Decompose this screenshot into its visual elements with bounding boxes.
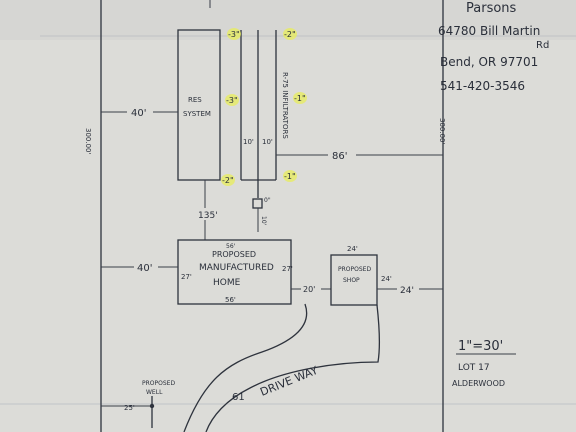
proposed-home-box [177,239,292,305]
highlight-mid-left [225,94,239,106]
shop-depth: 24' [381,275,392,283]
depth-bottom-left: -2" [222,176,234,185]
shop-width: 24' [347,245,358,253]
shop-east-setback-bg [397,283,419,295]
drainfield-infiltrators-label: R-75 INFILTRATORS [281,72,289,139]
reserve-system-label-1: RES [188,96,202,104]
well-label-2: WELL [146,389,163,396]
home-label-1: PROPOSED [212,250,256,259]
home-west-setback: 40' [137,263,152,274]
driveway-inner-edge [183,303,308,432]
depth-mid-left: -3" [226,96,238,105]
proposed-shop-box [330,254,378,306]
distribution-distance-label: 0" [264,197,271,204]
owner-city: Bend, OR 97701 [440,55,538,69]
owner-phone: 541-420-3546 [440,79,525,93]
home-depth-right: 27' [282,265,293,273]
reserve-west-setback: 40' [131,108,146,119]
home-depth-left: 27' [181,273,192,281]
owner-address-line2: Rd [536,40,549,51]
home-west-setback-bg [134,261,158,273]
left-boundary-length: 300.00' [84,128,92,154]
shop-label-1: PROPOSED [338,266,371,273]
well-label-1: PROPOSED [142,380,175,387]
highlight-top-left [227,28,241,40]
driveway-outer-edge [205,304,381,432]
home-label-2: MANUFACTURED [199,263,274,273]
highlight-bottom-right [283,170,297,182]
owner-name: Parsons [466,1,517,16]
lot-number: LOT 17 [458,363,490,373]
highlight-bottom-left [221,174,235,186]
subdivision-name: ALDERWOOD [452,379,505,388]
drainfield-east-setback-bg [328,148,356,161]
shop-label-2: SHOP [343,277,360,284]
highlight-mid-right [293,92,307,104]
home-width-top: 56' [226,243,236,250]
drainfield-spacing-left: 10' [243,138,254,146]
home-width-bottom: 56' [225,296,236,304]
highlight-top-right [283,28,297,40]
reserve-setback-label-bg [127,105,153,117]
home-label-3: HOME [213,278,241,288]
drainfield-spacing-right: 10' [262,138,273,146]
well-setback: 25' [124,404,135,412]
home-shop-gap: 20' [303,285,315,294]
well-symbol [149,403,155,409]
depth-bottom-right: -1" [284,172,296,181]
depth-mid-right: -1" [294,94,306,103]
drainfield-east-setback: 86' [332,151,347,162]
depth-top-right: -2" [284,30,296,39]
depth-top-left: -3" [228,30,240,39]
right-boundary-length: 300.00' [438,118,446,144]
home-shop-gap-bg [301,283,321,294]
owner-address-line1: 64780 Bill Martin [438,24,540,38]
reserve-system-box [177,29,221,181]
home-north-setback-bg [194,208,218,220]
driveway-width: 61 [232,392,245,403]
home-north-setback: 135' [198,211,218,221]
tank-pipe-label: 10' [260,216,267,226]
reserve-system-label-2: SYSTEM [183,110,211,118]
shop-east-setback: 24' [400,286,414,296]
scale-ratio: 1"=30' [458,339,503,354]
